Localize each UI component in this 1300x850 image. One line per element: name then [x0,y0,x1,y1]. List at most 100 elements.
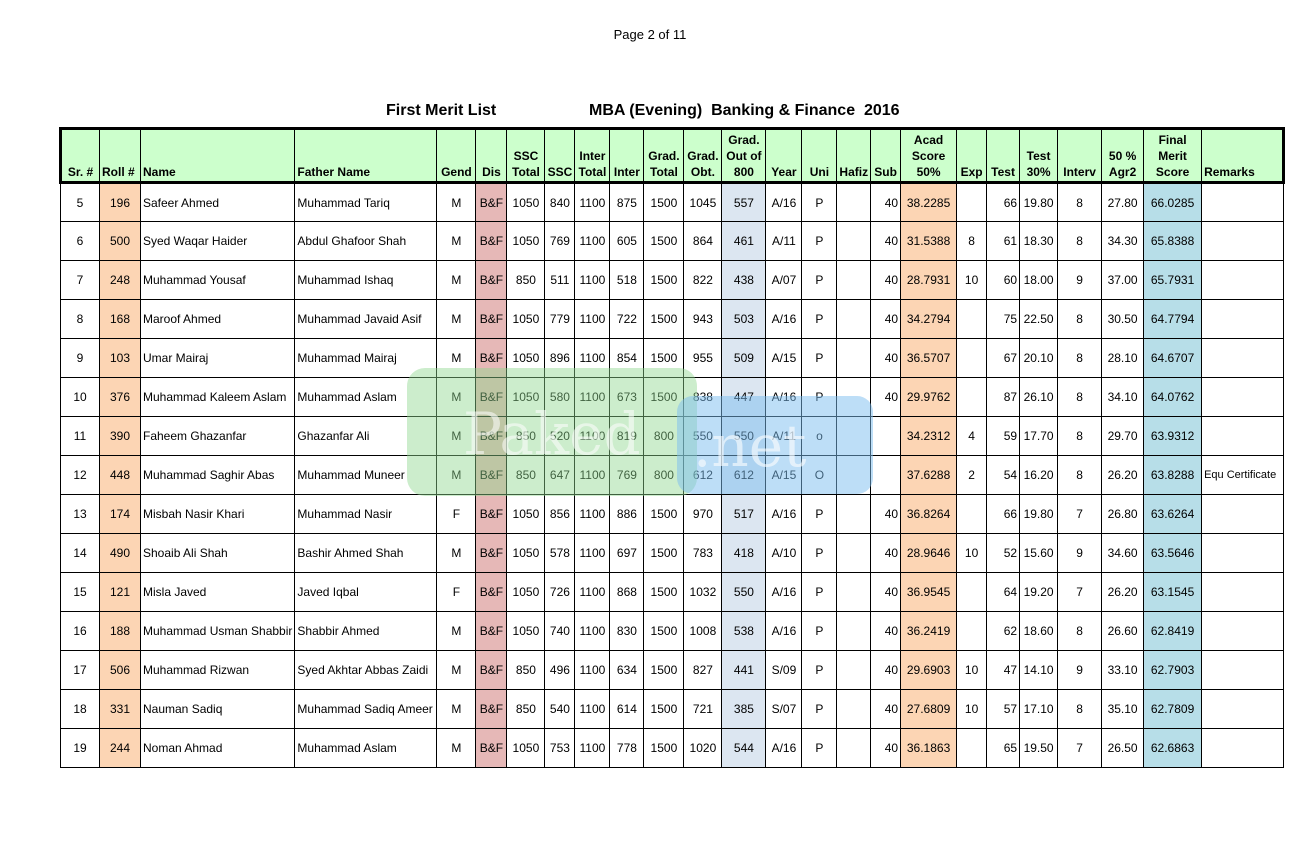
cell-discipline: B&F [475,728,508,768]
cell-test: 66 [986,182,1021,222]
cell-ssc-total: 1050 [506,182,546,222]
cell-interview: 8 [1057,416,1103,456]
cell-roll: 121 [99,572,141,612]
cell-agr2: 27.80 [1101,182,1145,222]
cell-experience: 10 [956,533,988,573]
cell-father-name: Muhammad Muneer [294,455,438,495]
cell-remarks [1201,416,1285,456]
cell-gender: M [436,182,477,222]
cell-university: P [801,338,838,378]
cell-gender: M [436,299,477,339]
cell-roll: 168 [99,299,141,339]
cell-test: 54 [986,455,1021,495]
cell-gender: F [436,494,477,534]
cell-name: Umar Mairaj [139,338,296,378]
cell-remarks: Equ Certificate [1201,455,1285,495]
cell-grad-out-of-800: 418 [721,533,767,573]
cell-inter: 778 [609,728,645,768]
cell-gender: M [436,611,477,651]
cell-ssc: 840 [544,182,576,222]
cell-ssc: 896 [544,338,576,378]
cell-sub: 40 [870,533,902,573]
cell-interview: 8 [1057,182,1103,222]
cell-roll: 244 [99,728,141,768]
cell-test: 61 [986,221,1021,261]
cell-agr2: 34.30 [1101,221,1145,261]
cell-ssc: 496 [544,650,576,690]
cell-year: A/16 [765,728,803,768]
cell-interview: 8 [1057,689,1103,729]
cell-year: A/15 [765,338,803,378]
cell-agr2: 33.10 [1101,650,1145,690]
cell-test-30: 16.20 [1019,455,1059,495]
cell-discipline: B&F [475,221,508,261]
cell-gender: M [436,455,477,495]
cell-remarks [1201,728,1285,768]
cell-ssc-total: 1050 [506,611,546,651]
cell-university: P [801,611,838,651]
cell-acad-score: 36.5707 [900,338,958,378]
cell-agr2: 26.20 [1101,572,1145,612]
cell-interview: 8 [1057,221,1103,261]
cell-final-merit-score: 64.6707 [1143,338,1203,378]
cell-hafiz [836,494,872,534]
cell-grad-out-of-800: 441 [721,650,767,690]
cell-test: 64 [986,572,1021,612]
cell-discipline: B&F [475,260,508,300]
cell-father-name: Abdul Ghafoor Shah [294,221,438,261]
cell-acad-score: 29.6903 [900,650,958,690]
cell-ssc-total: 850 [506,689,546,729]
cell-grad-out-of-800: 461 [721,221,767,261]
cell-agr2: 35.10 [1101,689,1145,729]
cell-test: 66 [986,494,1021,534]
cell-sr: 16 [60,611,100,651]
cell-ssc-total: 1050 [506,728,546,768]
cell-university: P [801,728,838,768]
cell-final-merit-score: 63.8288 [1143,455,1203,495]
cell-father-name: Muhammad Javaid Asif [294,299,438,339]
cell-agr2: 26.50 [1101,728,1145,768]
header-experience: Exp [956,127,988,184]
cell-inter: 819 [609,416,645,456]
cell-grad-total: 1500 [643,377,685,417]
cell-grad-obtained: 721 [683,689,723,729]
cell-hafiz [836,533,872,573]
cell-experience [956,572,988,612]
cell-inter: 769 [609,455,645,495]
cell-remarks [1201,299,1285,339]
cell-agr2: 37.00 [1101,260,1145,300]
cell-father-name: Muhammad Sadiq Ameer [294,689,438,729]
cell-remarks [1201,572,1285,612]
cell-test-30: 17.10 [1019,689,1059,729]
cell-test-30: 19.80 [1019,494,1059,534]
cell-inter-total: 1100 [574,416,611,456]
cell-acad-score: 36.9545 [900,572,958,612]
cell-year: A/11 [765,416,803,456]
cell-final-merit-score: 63.5646 [1143,533,1203,573]
cell-inter-total: 1100 [574,260,611,300]
cell-discipline: B&F [475,689,508,729]
cell-ssc: 779 [544,299,576,339]
cell-university: P [801,182,838,222]
cell-experience [956,182,988,222]
cell-interview: 8 [1057,611,1103,651]
cell-grad-out-of-800: 517 [721,494,767,534]
cell-agr2: 34.10 [1101,377,1145,417]
cell-father-name: Syed Akhtar Abbas Zaidi [294,650,438,690]
cell-grad-total: 1500 [643,728,685,768]
cell-ssc-total: 1050 [506,572,546,612]
cell-inter-total: 1100 [574,182,611,222]
cell-inter-total: 1100 [574,338,611,378]
cell-sub: 40 [870,689,902,729]
cell-discipline: B&F [475,182,508,222]
cell-year: S/07 [765,689,803,729]
cell-ssc: 753 [544,728,576,768]
cell-hafiz [836,572,872,612]
cell-remarks [1201,221,1285,261]
cell-inter: 605 [609,221,645,261]
